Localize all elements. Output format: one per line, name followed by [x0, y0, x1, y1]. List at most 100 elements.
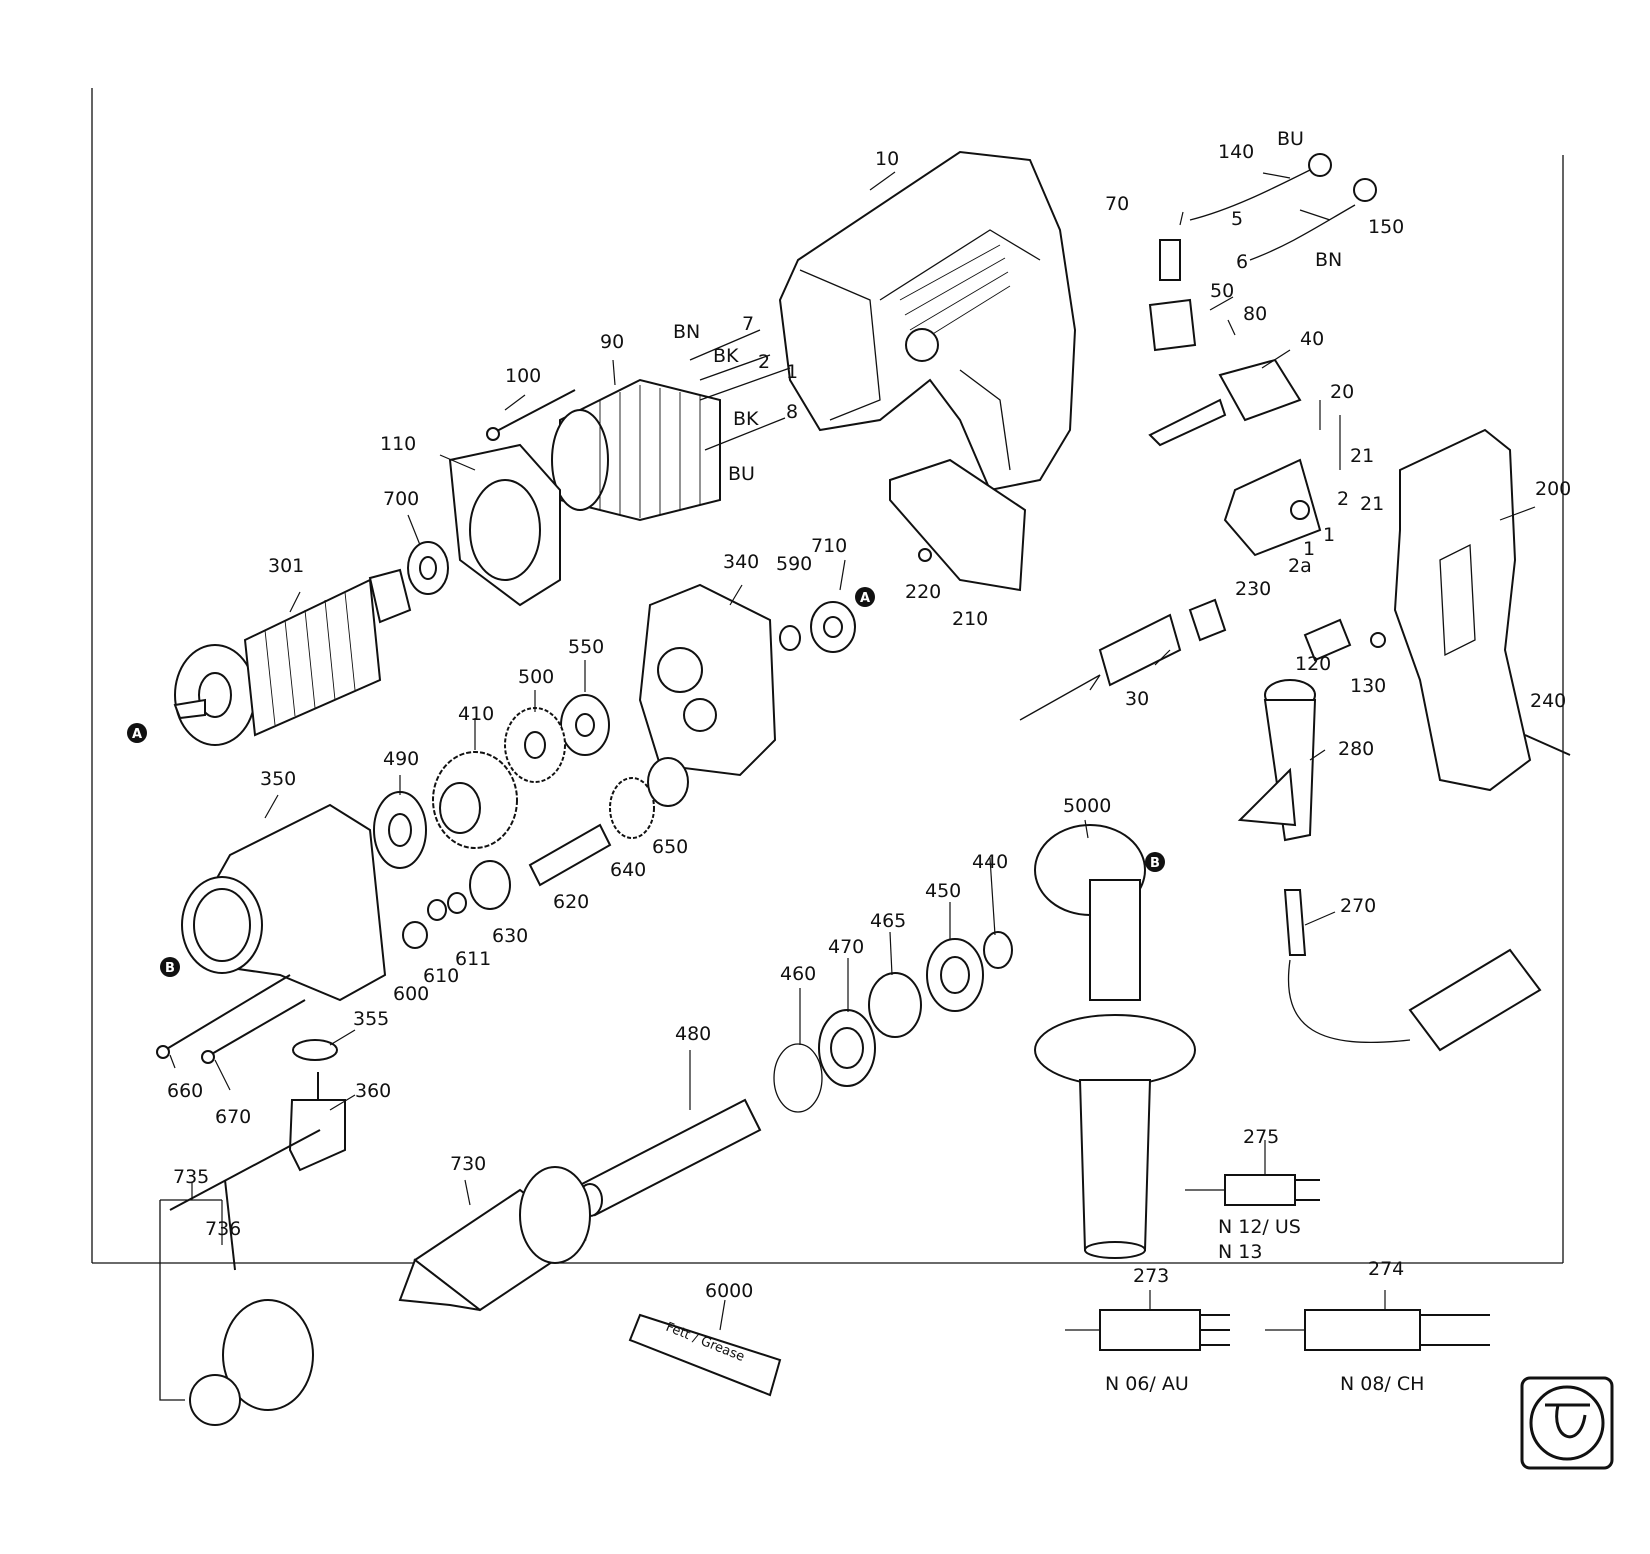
- callout-label: 120: [1295, 653, 1331, 675]
- callout-label: BU: [1277, 128, 1304, 150]
- bearing-700: [407, 541, 449, 595]
- callout-label: 301: [268, 555, 304, 577]
- field-coil: [551, 329, 791, 522]
- bearing-550: [560, 694, 610, 756]
- sleeve-590: [779, 625, 801, 651]
- callout-label: 273: [1133, 1265, 1169, 1287]
- callout-label: 340: [723, 551, 759, 573]
- callout-label: 440: [972, 851, 1008, 873]
- callout-label: 20: [1330, 381, 1354, 403]
- air-baffle: [448, 443, 561, 607]
- marker-a-right: A: [855, 587, 875, 607]
- gear-housing: [638, 583, 777, 777]
- callout-label: 550: [568, 636, 604, 658]
- callout-label: 710: [811, 535, 847, 557]
- clamp-120-130: [1303, 618, 1386, 662]
- callout-label: 700: [383, 488, 419, 510]
- callout-label: 100: [505, 365, 541, 387]
- marker-b-left: B: [160, 957, 180, 977]
- callout-label: 240: [1530, 690, 1566, 712]
- plug-273: [1065, 1309, 1230, 1351]
- callout-label: 640: [610, 859, 646, 881]
- cover-210: [889, 458, 1027, 592]
- gear-500: [504, 707, 566, 783]
- marker-a-left: A: [127, 723, 147, 743]
- callout-label: 274: [1368, 1258, 1404, 1280]
- callout-label: 210: [952, 608, 988, 630]
- callout-label: 670: [215, 1106, 251, 1128]
- fein-logo: [1520, 1376, 1614, 1470]
- gearbox-cover: [181, 803, 387, 1002]
- screw-240: [1524, 734, 1571, 756]
- callout-label: 590: [776, 553, 812, 575]
- callout-label: 10: [875, 148, 899, 170]
- carbon-brush-70: [1159, 239, 1181, 281]
- capacitor-30: [1019, 613, 1182, 721]
- callout-label: 21: [1350, 445, 1374, 467]
- callout-label: 270: [1340, 895, 1376, 917]
- callout-label: 110: [380, 433, 416, 455]
- callout-label: 360: [355, 1080, 391, 1102]
- callout-label: 2: [1337, 488, 1349, 510]
- callout-label: 730: [450, 1153, 486, 1175]
- callout-label: 450: [925, 880, 961, 902]
- circlip-460: [773, 1043, 823, 1113]
- screw-220: [918, 548, 932, 562]
- callout-label: 620: [553, 891, 589, 913]
- brush-holder-50: [1148, 298, 1197, 352]
- callout-label: 280: [1338, 738, 1374, 760]
- callout-label: N 13: [1218, 1241, 1262, 1263]
- callout-label: BU: [728, 463, 755, 485]
- drill-chuck-730: [398, 1166, 591, 1312]
- callout-label: 6000: [705, 1280, 753, 1302]
- callout-label: 2a: [1288, 555, 1312, 577]
- callout-label: 350: [260, 768, 296, 790]
- callout-label: 650: [652, 836, 688, 858]
- callout-labels: 10 90 100 110 700 301 7 2 1 8 BN BK BK B…: [167, 128, 1571, 1395]
- callout-label: 80: [1243, 303, 1267, 325]
- part-360: [288, 1072, 346, 1172]
- wires-140-150: [1189, 153, 1377, 261]
- motor-housing: [778, 150, 1077, 492]
- callout-label: 460: [780, 963, 816, 985]
- bearing-710: [810, 601, 856, 653]
- plug-275: [1185, 1174, 1320, 1206]
- callout-label: 355: [353, 1008, 389, 1030]
- callout-label: N 12/ US: [1218, 1216, 1301, 1238]
- callout-label: 70: [1105, 193, 1129, 215]
- callout-label: 465: [870, 910, 906, 932]
- callout-label: 736: [205, 1218, 241, 1240]
- ring-440: [983, 931, 1013, 969]
- callout-label: N 08/ CH: [1340, 1373, 1424, 1395]
- callout-label: 230: [1235, 578, 1271, 600]
- callout-label: 140: [1218, 141, 1254, 163]
- marker-b-right-text: B: [1150, 856, 1160, 871]
- keyed-chuck-735: [169, 1129, 321, 1426]
- marker-a-left-text: A: [132, 727, 142, 742]
- callout-label: 90: [600, 331, 624, 353]
- marker-b-right: B: [1145, 852, 1165, 872]
- callout-label: BK: [713, 345, 739, 367]
- screws-660-670: [156, 974, 306, 1064]
- disc-470: [818, 1009, 876, 1087]
- callout-label: 220: [905, 581, 941, 603]
- page-frame: [91, 88, 1564, 1264]
- callout-label: 490: [383, 748, 419, 770]
- leader-lines: [169, 171, 1536, 1331]
- callout-label: 21: [1360, 493, 1384, 515]
- plug-274: [1265, 1309, 1490, 1351]
- callout-label: 1: [786, 361, 798, 383]
- callout-label: 150: [1368, 216, 1404, 238]
- callout-label: 2: [758, 351, 770, 373]
- switch-40: [1148, 358, 1302, 447]
- disc-490: [373, 791, 427, 869]
- armature: [173, 568, 412, 746]
- callout-label: N 06/ AU: [1105, 1373, 1189, 1395]
- callout-label: 630: [492, 925, 528, 947]
- bearing-450: [926, 938, 984, 1012]
- callout-label: BK: [733, 408, 759, 430]
- callout-label: BN: [1315, 249, 1342, 271]
- side-handle: [1034, 824, 1196, 1259]
- switch-20: [1223, 458, 1322, 557]
